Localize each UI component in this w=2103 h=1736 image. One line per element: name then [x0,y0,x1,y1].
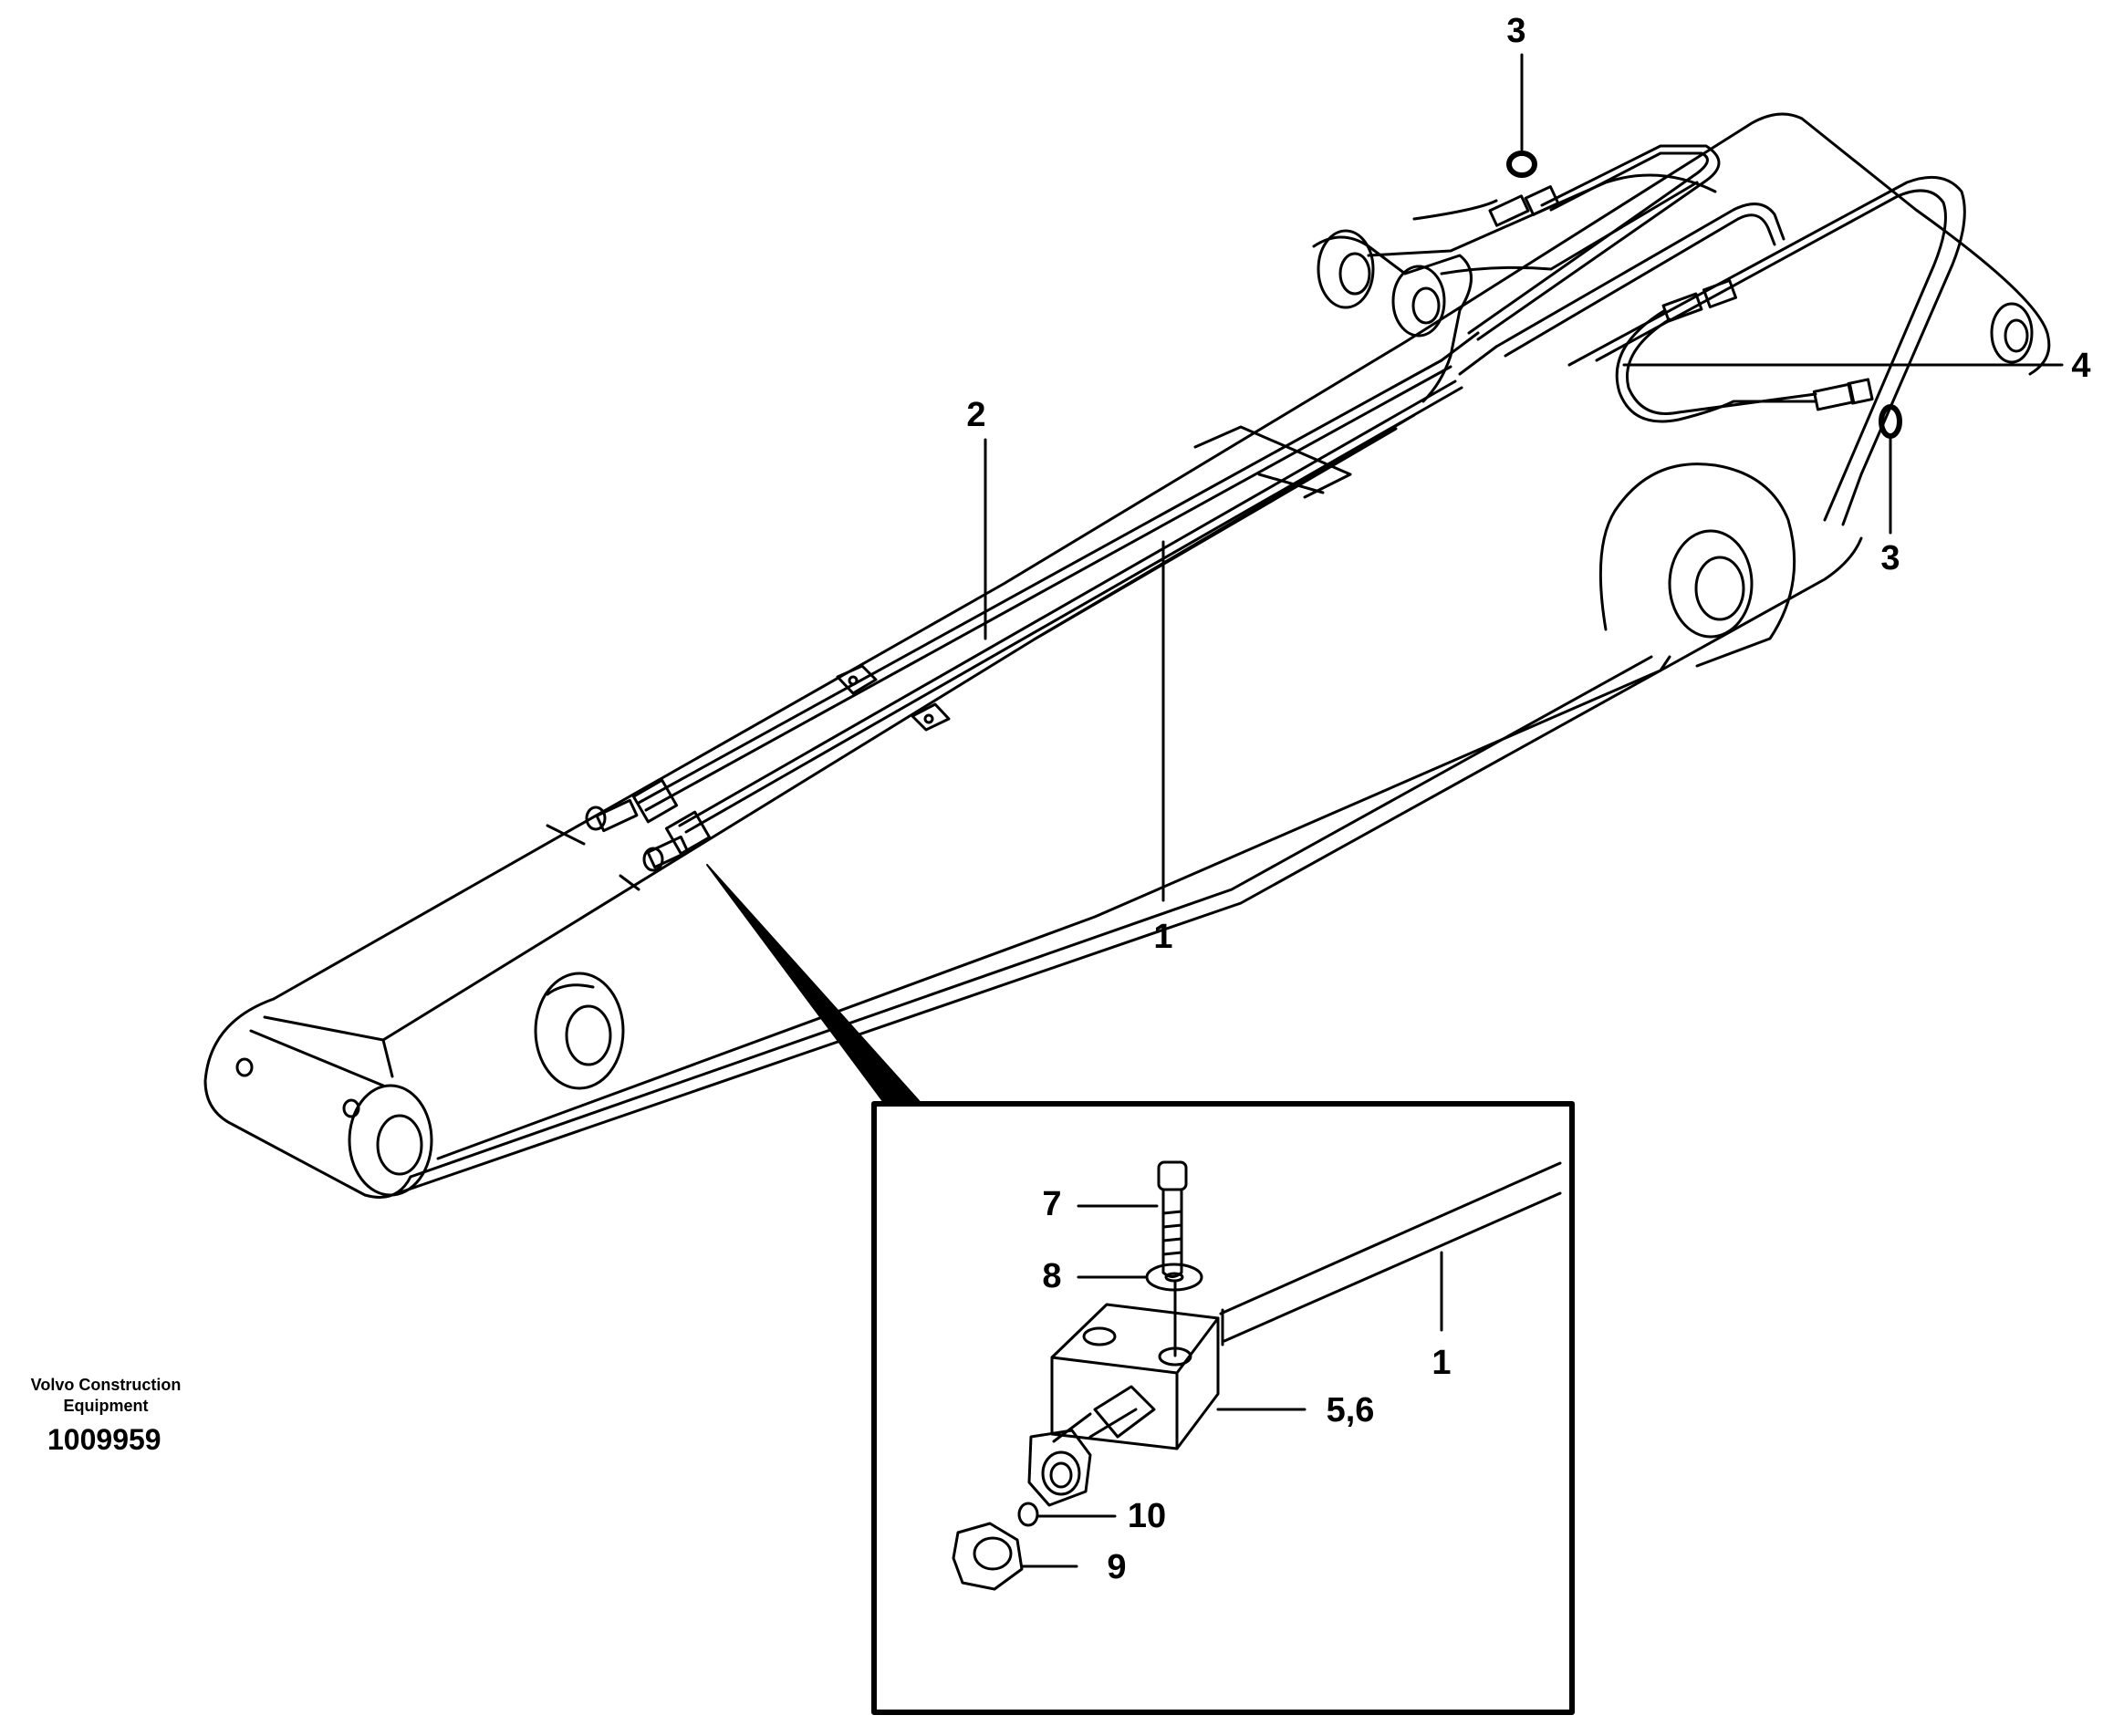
callout-3-top: 3 [1506,12,1526,50]
cap-nut [952,1522,1024,1591]
callout-8: 8 [1042,1257,1062,1295]
detail-pointer [706,864,922,1105]
o-ring-top [1506,151,1537,178]
drawing-reference-number: 1009959 [47,1423,161,1456]
callout-9: 9 [1107,1548,1127,1586]
hydraulic-pipes [637,144,1817,834]
small-o-ring [1017,1502,1039,1527]
callout-4: 4 [2071,347,2091,385]
callout-5-6: 5,6 [1326,1391,1375,1429]
o-ring-right [1879,404,1902,439]
callout-10: 10 [1127,1497,1167,1535]
corporate-name-line1: Volvo Construction [30,1376,182,1394]
pipe-end-clamps [585,778,712,872]
callout-7: 7 [1042,1185,1062,1223]
corporate-name-line2: Equipment [63,1397,149,1415]
stub-nut [1027,1429,1092,1507]
callout-2: 2 [966,396,986,434]
callout-1-main: 1 [1153,918,1173,956]
excavator-arm [203,112,2051,1199]
cap-screw [1157,1160,1188,1191]
leader-lines [984,53,2064,902]
callout-1-inset: 1 [1431,1344,1452,1382]
pipe-fittings [1488,185,1874,411]
detail-inset-frame [871,1101,1575,1715]
callout-3-right: 3 [1880,539,1900,577]
clamp-block [1050,1303,1220,1450]
inset-components [952,1160,1562,1591]
